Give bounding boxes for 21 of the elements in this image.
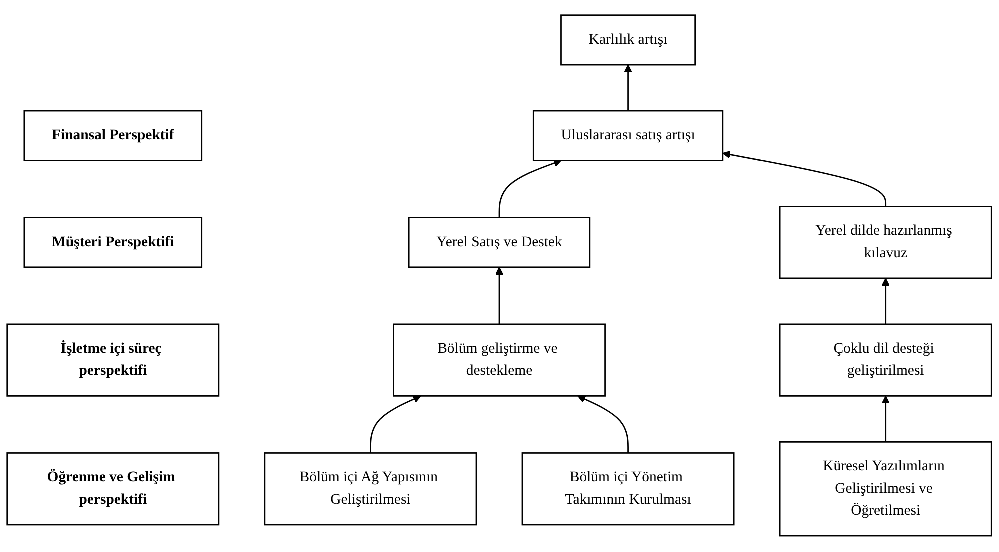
node-box: Bölüm içi Yönetim Takımının Kurulması (522, 452, 735, 526)
node-box: Küresel Yazılımların Geliştirilmesi ve Öğretilmesi (779, 442, 992, 538)
node-box: Karlılık artışı (560, 14, 696, 66)
arrow (722, 151, 887, 207)
node-box: Çoklu dil desteği geliştirilmesi (779, 324, 992, 398)
arrow (370, 396, 422, 454)
node-box: Öğrenme ve Gelişim perspektifi (6, 452, 220, 526)
node-box: Müşteri Perspektifi (24, 217, 203, 268)
node-box: Bölüm geliştirme ve destekleme (393, 324, 606, 398)
node-box: Finansal Perspektif (24, 110, 203, 162)
node-box: Uluslararası satış artışı (532, 110, 724, 162)
arrow (882, 396, 890, 442)
arrow (624, 64, 632, 112)
arrow (882, 278, 890, 325)
node-box: İşletme içi süreç perspektifi (6, 324, 220, 398)
arrow (578, 396, 629, 454)
node-box: Bölüm içi Ağ Yapısının Geliştirilmesi (264, 452, 478, 526)
arrow (498, 160, 562, 218)
arrow (495, 267, 504, 325)
node-box: Yerel Satış ve Destek (408, 217, 591, 268)
node-box: Yerel dilde hazırlanmış kılavuz (779, 206, 992, 280)
